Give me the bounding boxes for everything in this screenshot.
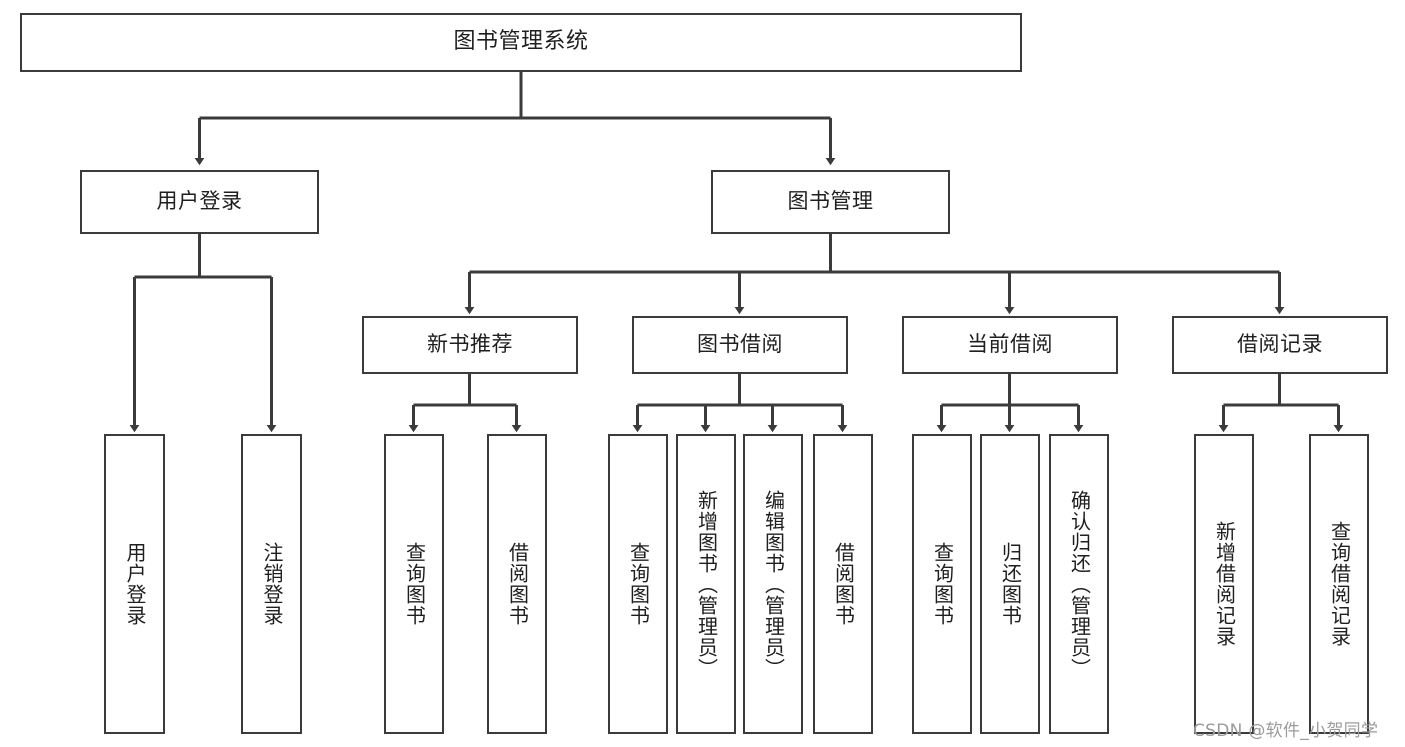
node-leaf-logout-login[interactable]: 注销登录 bbox=[241, 434, 302, 734]
node-leaf-edit-book[interactable]: 编辑图书（管理员） bbox=[743, 434, 803, 734]
node-leaf-confirm-return-label: 确认归还（管理员） bbox=[1067, 489, 1092, 679]
node-leaf-return-book-label: 归还图书 bbox=[998, 542, 1023, 626]
node-root-label: 图书管理系统 bbox=[453, 29, 589, 55]
node-leaf-confirm-return[interactable]: 确认归还（管理员） bbox=[1049, 434, 1109, 734]
node-leaf-query-book-2[interactable]: 查询图书 bbox=[608, 434, 668, 734]
node-book-borrow[interactable]: 图书借阅 bbox=[632, 316, 848, 374]
node-leaf-logout-login-label: 注销登录 bbox=[260, 542, 284, 626]
node-root[interactable]: 图书管理系统 bbox=[20, 13, 1022, 72]
node-leaf-query-book-1-label: 查询图书 bbox=[402, 542, 427, 626]
node-current-borrow[interactable]: 当前借阅 bbox=[902, 316, 1118, 374]
node-new-book-recommend[interactable]: 新书推荐 bbox=[362, 316, 578, 374]
node-borrow-record[interactable]: 借阅记录 bbox=[1172, 316, 1388, 374]
node-leaf-add-book[interactable]: 新增图书（管理员） bbox=[676, 434, 736, 734]
node-leaf-borrow-book-2-label: 借阅图书 bbox=[831, 542, 856, 626]
node-leaf-user-login-label: 用户登录 bbox=[123, 542, 147, 626]
node-leaf-add-record[interactable]: 新增借阅记录 bbox=[1194, 434, 1254, 734]
node-leaf-edit-book-label: 编辑图书（管理员） bbox=[761, 489, 786, 679]
node-book-management[interactable]: 图书管理 bbox=[711, 170, 950, 234]
node-book-borrow-label: 图书借阅 bbox=[697, 332, 783, 357]
node-leaf-query-record[interactable]: 查询借阅记录 bbox=[1309, 434, 1369, 734]
node-leaf-user-login[interactable]: 用户登录 bbox=[104, 434, 165, 734]
node-leaf-borrow-book-1-label: 借阅图书 bbox=[505, 542, 530, 626]
node-leaf-query-book-3-label: 查询图书 bbox=[930, 542, 955, 626]
node-leaf-query-book-1[interactable]: 查询图书 bbox=[384, 434, 444, 734]
node-leaf-borrow-book-2[interactable]: 借阅图书 bbox=[813, 434, 873, 734]
node-leaf-query-book-3[interactable]: 查询图书 bbox=[912, 434, 972, 734]
node-leaf-add-book-label: 新增图书（管理员） bbox=[694, 489, 719, 679]
node-current-borrow-label: 当前借阅 bbox=[967, 332, 1053, 357]
node-leaf-borrow-book-1[interactable]: 借阅图书 bbox=[487, 434, 547, 734]
node-leaf-query-record-label: 查询借阅记录 bbox=[1327, 521, 1352, 647]
node-leaf-add-record-label: 新增借阅记录 bbox=[1212, 521, 1237, 647]
node-user-login-label: 用户登录 bbox=[156, 189, 243, 214]
node-user-login[interactable]: 用户登录 bbox=[80, 170, 319, 234]
node-new-book-recommend-label: 新书推荐 bbox=[427, 332, 513, 357]
node-leaf-return-book[interactable]: 归还图书 bbox=[980, 434, 1040, 734]
node-leaf-query-book-2-label: 查询图书 bbox=[626, 542, 651, 626]
node-borrow-record-label: 借阅记录 bbox=[1237, 332, 1323, 357]
node-book-management-label: 图书管理 bbox=[787, 189, 874, 214]
